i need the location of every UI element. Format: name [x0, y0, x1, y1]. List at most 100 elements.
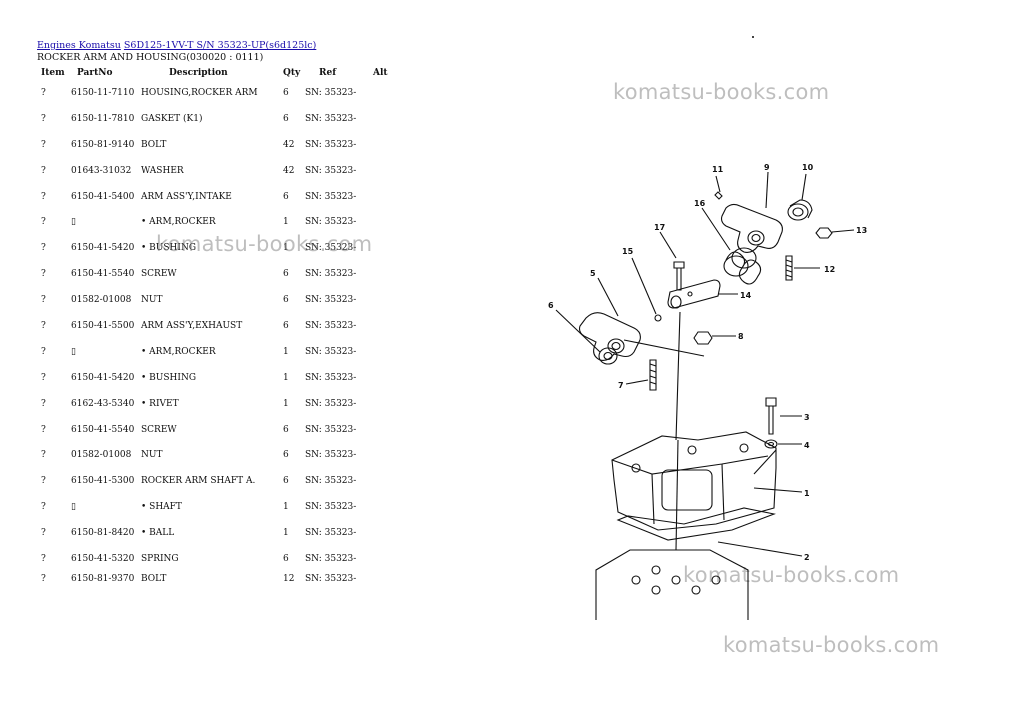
qty-cell: 6 — [283, 113, 289, 124]
missing-glyph-icon: ▯ — [71, 217, 76, 228]
watermark: komatsu-books.com — [723, 633, 940, 657]
partno-cell: 01582-01008 — [71, 450, 132, 461]
description-cell: GASKET (K1) — [141, 113, 203, 124]
partno-cell: 6150-41-5300 — [71, 476, 135, 487]
ref-cell: SN: 35323- — [305, 346, 357, 357]
description-cell: • ARM,ROCKER — [141, 217, 216, 228]
ref-cell: SN: 35323- — [305, 269, 357, 280]
rocker-arm-intake-part — [720, 203, 783, 253]
description-cell: • BUSHING — [141, 372, 197, 383]
breadcrumb: Engines Komatsu S6D125-1VV-T S/N 35323-U… — [37, 40, 316, 51]
header-ref: Ref — [319, 68, 337, 78]
description-cell: • BALL — [141, 528, 175, 539]
table-header-row: Item PartNo Description Qty Ref Alt — [37, 66, 393, 80]
qty-cell: 6 — [283, 450, 289, 461]
header-description: Description — [169, 68, 228, 78]
alt-cell — [373, 209, 393, 235]
qty-cell: 6 — [283, 191, 289, 202]
partno-cell: ▯ — [71, 209, 141, 235]
ref-cell: SN: 35323- — [305, 165, 357, 176]
table-row: ? 6150-11-7810 GASKET (K1) 6 SN: 35323- — [37, 106, 393, 132]
alt-cell — [373, 494, 393, 520]
qty-cell: 6 — [283, 476, 289, 487]
partno-cell: 6150-41-5540 — [71, 269, 135, 280]
alt-cell — [373, 261, 393, 287]
description-cell: ROCKER ARM SHAFT A. — [141, 476, 256, 487]
item-cell: ? — [41, 502, 46, 513]
item-cell: ? — [41, 113, 46, 124]
description-cell: ARM ASS'Y,EXHAUST — [141, 320, 243, 331]
header-item: Item — [41, 68, 65, 78]
qty-cell: 6 — [283, 320, 289, 331]
item-cell: ? — [41, 243, 46, 254]
item-cell: ? — [41, 217, 46, 228]
ref-cell: SN: 35323- — [305, 528, 357, 539]
ref-cell: SN: 35323- — [305, 87, 357, 98]
alt-cell — [373, 442, 393, 468]
alt-cell — [373, 572, 393, 591]
rocker-housing-part — [611, 431, 777, 531]
callout-12: 12 — [824, 265, 835, 274]
qty-cell: 1 — [283, 502, 289, 513]
partno-cell: 6150-11-7810 — [71, 113, 135, 124]
qty-cell: 6 — [283, 87, 289, 98]
alt-cell — [373, 287, 393, 313]
model-link[interactable]: S6D125-1VV-T S/N 35323-UP(s6d125lc) — [123, 40, 317, 51]
ref-cell: SN: 35323- — [305, 295, 357, 306]
qty-cell: 6 — [283, 269, 289, 280]
callout-4: 4 — [804, 441, 810, 450]
callout-13: 13 — [856, 226, 867, 235]
item-cell: ? — [41, 165, 46, 176]
partno-cell: 6150-81-9370 — [71, 573, 135, 584]
ref-cell: SN: 35323- — [305, 553, 357, 564]
callout-10: 10 — [802, 163, 814, 172]
qty-cell: 42 — [283, 165, 295, 176]
description-cell: ARM ASS'Y,INTAKE — [141, 191, 232, 202]
gasket-part — [616, 507, 776, 541]
alt-cell — [373, 313, 393, 339]
ref-cell: SN: 35323- — [305, 450, 357, 461]
ref-cell: SN: 35323- — [305, 372, 357, 383]
alt-cell — [373, 235, 393, 261]
description-cell: • ARM,ROCKER — [141, 346, 216, 357]
description-cell: SCREW — [141, 269, 177, 280]
alt-cell — [373, 391, 393, 417]
description-cell: BOLT — [141, 139, 167, 150]
watermark: komatsu-books.com — [613, 80, 830, 104]
callout-9: 9 — [764, 163, 770, 172]
alt-cell — [373, 339, 393, 365]
partno-cell: 6150-41-5400 — [71, 191, 135, 202]
engines-link[interactable]: Engines Komatsu — [37, 40, 121, 51]
ref-cell: SN: 35323- — [305, 113, 357, 124]
table-row: ? 6150-41-5400 ARM ASS'Y,INTAKE 6 SN: 35323- — [37, 184, 393, 210]
header-alt: Alt — [373, 68, 388, 78]
partno-cell: ▯ — [71, 494, 141, 520]
callout-6: 6 — [548, 301, 554, 310]
qty-cell: 42 — [283, 139, 295, 150]
cylinder-head-part — [595, 549, 749, 620]
item-cell: ? — [41, 139, 46, 150]
item-cell: ? — [41, 476, 46, 487]
item-cell: ? — [41, 372, 46, 383]
alt-cell — [373, 158, 393, 184]
alt-cell — [373, 184, 393, 210]
partno-cell: 6162-43-5340 — [71, 398, 135, 409]
partno-cell: 6150-81-8420 — [71, 528, 135, 539]
description-cell: SCREW — [141, 424, 177, 435]
item-cell: ? — [41, 191, 46, 202]
ref-cell: SN: 35323- — [305, 424, 357, 435]
pin-part — [714, 191, 723, 200]
ref-cell: SN: 35323- — [305, 320, 357, 331]
qty-cell: 6 — [283, 553, 289, 564]
callout-2: 2 — [804, 553, 810, 562]
ref-cell: SN: 35323- — [305, 191, 357, 202]
